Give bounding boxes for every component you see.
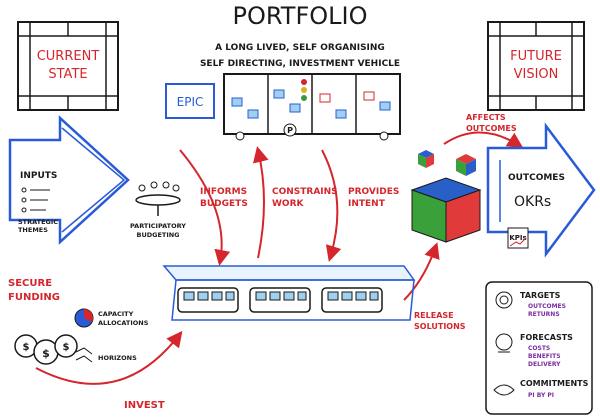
svg-text:$: $ bbox=[63, 342, 70, 353]
legend-targets-sub-2: RETURNS bbox=[528, 311, 560, 318]
release-label-line-1: RELEASE bbox=[414, 311, 454, 320]
constrains-work-arrow bbox=[253, 146, 269, 259]
capacity-allocations: CAPACITY ALLOCATIONS bbox=[74, 308, 149, 328]
participatory-budgeting-line-2: BUDGETING bbox=[136, 231, 179, 239]
release-label-line-2: SOLUTIONS bbox=[414, 322, 466, 331]
epic-label: EPIC bbox=[177, 95, 204, 109]
capacity-allocations-line-2: ALLOCATIONS bbox=[98, 319, 149, 327]
svg-text:$: $ bbox=[42, 347, 50, 360]
svg-text:$: $ bbox=[23, 342, 30, 353]
future-vision-line-1: FUTURE bbox=[510, 49, 562, 64]
horizons: HORIZONS bbox=[75, 347, 137, 363]
outcomes-title: OUTCOMES bbox=[508, 173, 565, 183]
portfolio-kanban-board: P bbox=[223, 73, 401, 141]
horizons-label: HORIZONS bbox=[98, 354, 137, 362]
strategic-themes-line-1: STRATEGIC bbox=[18, 218, 58, 226]
constrains-label-line-2: WORK bbox=[272, 199, 305, 209]
outcomes-arrow: OUTCOMES OKRs KPIs bbox=[486, 122, 596, 258]
invest-arrow bbox=[35, 330, 183, 385]
current-state-line-2: STATE bbox=[48, 67, 87, 82]
capacity-allocations-line-1: CAPACITY bbox=[98, 310, 134, 318]
subtitle-line-2: SELF DIRECTING, INVESTMENT VEHICLE bbox=[200, 59, 400, 69]
informs-label-line-2: BUDGETS bbox=[200, 199, 248, 209]
informs-budgets-arrow bbox=[179, 149, 231, 266]
affects-label-line-1: AFFECTS bbox=[466, 113, 506, 122]
value-cubes bbox=[410, 150, 482, 243]
legend-forecasts-sub-2: BENEFITS bbox=[528, 353, 561, 360]
secure-funding-line-1: SECURE bbox=[8, 278, 52, 289]
kpis-label: KPIs bbox=[509, 234, 526, 242]
legend-commitments-title: COMMITMENTS bbox=[520, 379, 589, 388]
legend-forecasts-sub-1: COSTS bbox=[528, 345, 550, 352]
future-vision-box: FUTURE VISION bbox=[487, 21, 585, 111]
informs-label-line-1: INFORMS bbox=[200, 187, 247, 197]
money-bags-icon: $ $ $ bbox=[14, 334, 78, 365]
legend-forecasts-sub-3: DELIVERY bbox=[528, 361, 561, 368]
affects-label-line-2: OUTCOMES bbox=[466, 124, 517, 133]
board-p-marker: P bbox=[287, 126, 293, 135]
legend-forecasts-title: FORECASTS bbox=[520, 333, 573, 342]
strategic-themes-line-2: THEMES bbox=[18, 226, 48, 234]
provides-label-line-1: PROVIDES bbox=[348, 187, 399, 197]
subtitle-line-1: A LONG LIVED, SELF ORGANISING bbox=[215, 43, 385, 53]
page-title: PORTFOLIO bbox=[233, 2, 368, 30]
participatory-budgeting: PARTICIPATORY BUDGETING bbox=[130, 181, 186, 239]
legend-commitments-sub: PI BY PI bbox=[528, 392, 554, 399]
future-vision-line-2: VISION bbox=[514, 67, 559, 82]
constrains-label-line-1: CONSTRAINS bbox=[272, 187, 338, 197]
provides-label-line-2: INTENT bbox=[348, 199, 386, 209]
legend-targets-title: TARGETS bbox=[520, 291, 561, 300]
invest-label: INVEST bbox=[124, 400, 165, 411]
provides-intent-arrow bbox=[321, 149, 342, 262]
legend-box: TARGETS OUTCOMES RETURNS FORECASTS COSTS… bbox=[485, 281, 593, 415]
okrs-label: OKRs bbox=[514, 194, 551, 210]
current-state-line-1: CURRENT bbox=[37, 49, 100, 64]
secure-funding-line-2: FUNDING bbox=[8, 292, 60, 303]
affects-outcomes-arrow bbox=[443, 131, 524, 149]
value-stream-trains bbox=[162, 265, 416, 321]
inputs-title: INPUTS bbox=[20, 171, 57, 181]
epic-card: EPIC bbox=[165, 83, 215, 119]
release-solutions-arrow bbox=[403, 242, 440, 301]
current-state-box: CURRENT STATE bbox=[17, 21, 119, 111]
participatory-budgeting-line-1: PARTICIPATORY bbox=[130, 222, 186, 230]
inputs-arrow: INPUTS STRATEGIC THEMES bbox=[8, 115, 130, 245]
legend-targets-sub-1: OUTCOMES bbox=[528, 303, 566, 310]
